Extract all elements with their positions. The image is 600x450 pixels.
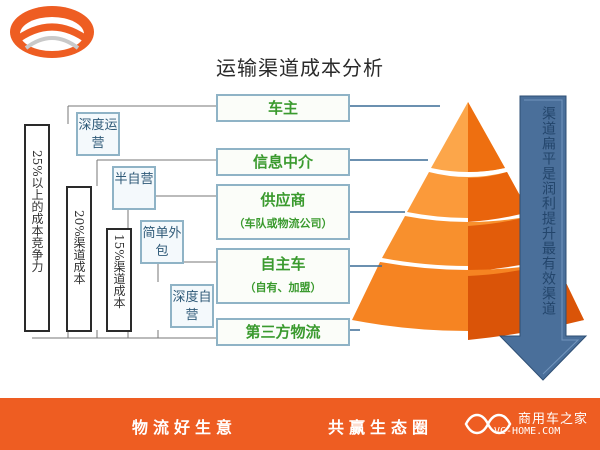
footer-slogan-right: 共赢生态圈 — [328, 418, 434, 437]
step-semi-self-operated: 半自营 — [112, 166, 156, 210]
level-box-own-truck: 自主车 （自有、加盟） — [216, 248, 350, 304]
level-box-3pl: 第三方物流 — [216, 318, 350, 346]
page-title: 运输渠道成本分析 — [216, 56, 384, 80]
down-arrow — [498, 95, 588, 381]
level-sublabel: （车队或物流公司） — [233, 217, 333, 230]
level-label: 车主 — [267, 99, 298, 117]
footer-bar: 物流好生意 共赢生态圈 — [0, 398, 600, 450]
level-sublabel: （自有、加盟） — [244, 281, 322, 294]
watermark-url: VC-HOME.COM — [494, 426, 561, 437]
level-box-info-agent: 信息中介 — [216, 148, 350, 176]
level-label: 供应商 — [260, 191, 306, 209]
level-label: 自主车 — [260, 255, 306, 273]
cost-label-25: 25%以上的成本竞争力 — [30, 150, 44, 273]
level-label: 信息中介 — [252, 153, 313, 171]
cost-label-15: 15%渠道成本 — [112, 234, 126, 309]
company-logo — [10, 6, 94, 58]
step-simple-outsourcing: 简单外包 — [140, 220, 184, 264]
cost-box-15 — [106, 228, 132, 332]
watermark-brand: 商用车之家 — [518, 412, 589, 427]
cost-label-20: 20%渠道成本 — [72, 210, 86, 285]
arrow-caption: 渠道扁平是润利提升最有效渠道 — [540, 106, 556, 316]
step-deep-self-operated: 深度自营 — [170, 284, 214, 328]
watermark-logo-icon — [464, 413, 512, 435]
level-box-owner: 车主 — [216, 94, 350, 122]
step-deep-operation: 深度运营 — [76, 112, 120, 156]
level-box-supplier: 供应商 （车队或物流公司） — [216, 184, 350, 240]
cost-box-20 — [66, 186, 92, 332]
cost-box-25 — [24, 124, 50, 332]
footer-slogan-left: 物流好生意 — [132, 418, 238, 437]
level-label: 第三方物流 — [245, 323, 321, 341]
